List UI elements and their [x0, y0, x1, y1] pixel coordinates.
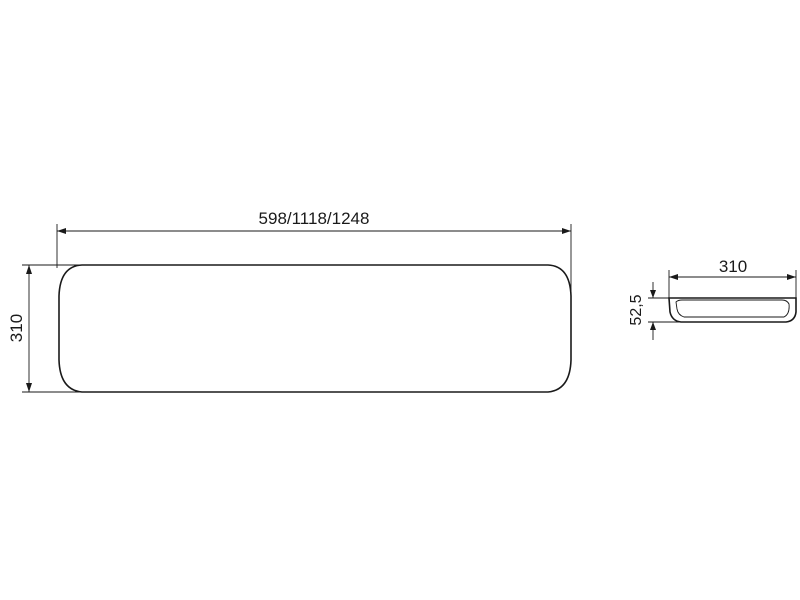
thickness-arrow-bottom [650, 322, 656, 330]
thickness-arrow-top [650, 290, 656, 298]
side-panel-outline [668, 297, 797, 323]
width-arrow-right [562, 228, 571, 234]
height-arrow-top [26, 265, 32, 274]
front-view: 598/1118/1248 310 [7, 209, 572, 393]
width-label: 598/1118/1248 [259, 209, 370, 228]
side-view: 310 52,5 [628, 257, 797, 340]
depth-arrow-left [669, 274, 678, 280]
front-panel-outline [58, 264, 572, 393]
depth-label: 310 [719, 257, 747, 276]
depth-arrow-right [787, 274, 796, 280]
thickness-label: 52,5 [628, 294, 645, 325]
side-panel-inner-edge [675, 299, 790, 318]
width-arrow-left [57, 228, 66, 234]
height-label: 310 [7, 314, 26, 342]
height-arrow-bottom [26, 383, 32, 392]
